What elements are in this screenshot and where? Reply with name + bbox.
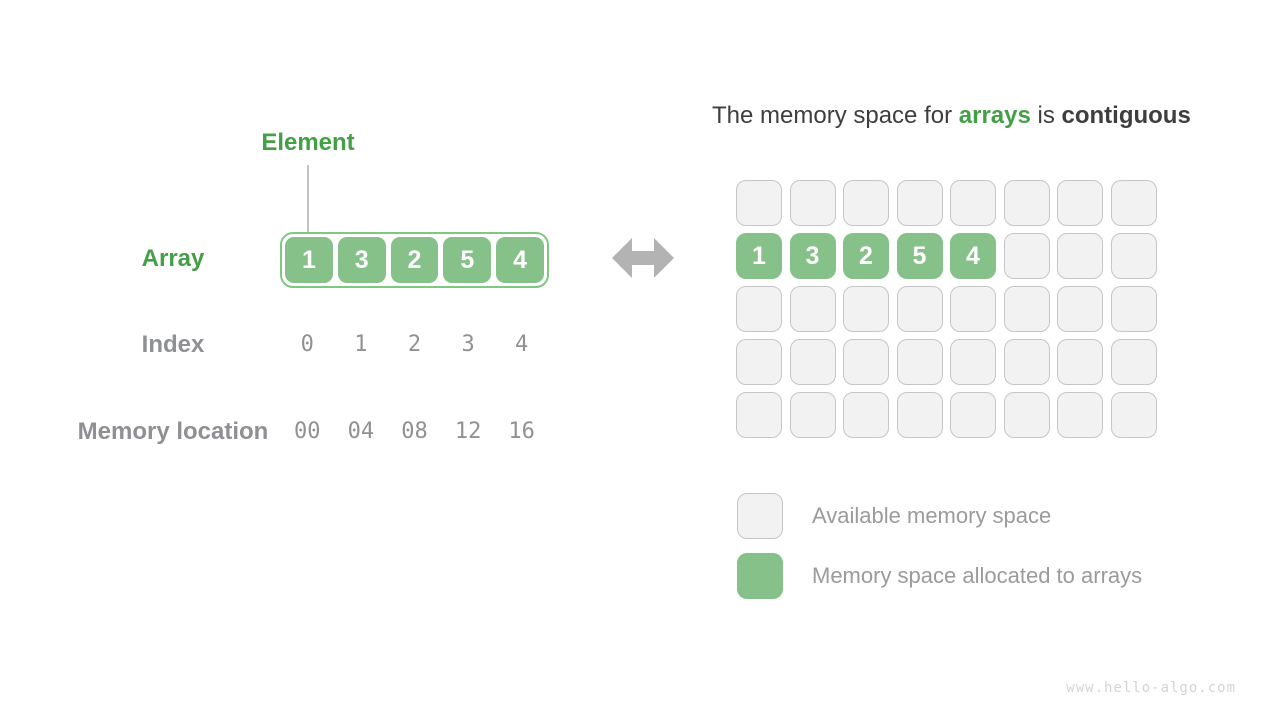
memory-cell-available (950, 339, 996, 385)
memory-cell-available (1003, 339, 1050, 385)
title-prefix: The memory space for (712, 102, 959, 129)
memory-cell-available (1057, 180, 1103, 226)
legend-swatch-available (737, 493, 783, 539)
memory-cell-available (896, 180, 943, 226)
memory-cell-available (1110, 392, 1157, 438)
array-element-cell: 5 (443, 237, 492, 283)
memory-cell-available (789, 339, 836, 385)
memory-cell-available (736, 180, 782, 226)
index-value: 4 (515, 332, 529, 357)
legend-label: Available memory space (812, 503, 1052, 528)
memory-cell-allocated: 5 (896, 233, 943, 279)
element-label: Element (261, 129, 355, 156)
memory-cell-available (1110, 180, 1157, 226)
memory-cell-allocated: 1 (736, 233, 782, 279)
memory-cell-available (950, 392, 996, 438)
legend-swatch-allocated (737, 553, 783, 599)
index-value: 1 (354, 332, 368, 357)
memory-cell-available (1003, 180, 1050, 226)
memory-cell-available (843, 339, 889, 385)
element-connector-line (307, 165, 309, 232)
array-element-cell: 2 (390, 237, 439, 283)
memory-cell-available (896, 392, 943, 438)
memory-cell-available (736, 339, 782, 385)
memory-cell-available (789, 392, 836, 438)
index-row-label: Index (141, 331, 205, 358)
memory-space-title: The memory space for arrays is contiguou… (712, 101, 1191, 131)
array-element-cell: 3 (337, 237, 386, 283)
memory-cell-available (843, 286, 889, 332)
array-element-cell: 4 (496, 237, 544, 283)
index-row: 0 1 2 3 4 (283, 331, 546, 359)
memory-location-row: 00 04 08 12 16 (283, 418, 546, 446)
memory-cell-available (789, 180, 836, 226)
memory-cell-available (1003, 286, 1050, 332)
index-value: 2 (407, 332, 422, 357)
memory-location-value: 12 (454, 419, 482, 444)
memory-cell-available (1003, 233, 1050, 279)
memory-cell-available (896, 339, 943, 385)
memory-location-value: 00 (294, 419, 321, 444)
memory-location-value: 16 (508, 419, 535, 444)
memory-cell-available (789, 286, 836, 332)
memory-cell-available (843, 392, 889, 438)
legend-label: Memory space allocated to arrays (812, 563, 1143, 588)
memory-cell-allocated: 4 (950, 233, 996, 279)
memory-location-row-label: Memory location (77, 418, 269, 445)
memory-location-value: 08 (401, 419, 428, 444)
index-value: 3 (461, 332, 475, 357)
memory-cell-allocated: 3 (789, 233, 836, 279)
memory-cell-available (896, 286, 943, 332)
title-emphasis-contiguous: contiguous (1061, 102, 1191, 129)
array-row-label: Array (141, 245, 205, 272)
memory-cell-available (843, 180, 889, 226)
memory-cell-allocated: 2 (843, 233, 889, 279)
memory-cell-available (1110, 286, 1157, 332)
memory-cell-available (736, 286, 782, 332)
title-connector: is (1030, 102, 1062, 129)
memory-location-value: 04 (347, 419, 375, 444)
title-highlight-arrays: arrays (958, 102, 1031, 129)
double-arrow-icon (612, 238, 674, 278)
memory-cell-available (950, 286, 996, 332)
legend-item: Available memory space (737, 493, 1142, 539)
memory-cell-available (1057, 392, 1103, 438)
array-element-cell: 1 (285, 237, 333, 283)
index-value: 0 (300, 332, 314, 357)
memory-cell-available (1110, 233, 1157, 279)
memory-cell-available (1003, 392, 1050, 438)
watermark: www.hello-algo.com (1066, 680, 1236, 696)
memory-cell-available (1110, 339, 1157, 385)
legend-item: Memory space allocated to arrays (737, 553, 1142, 599)
memory-cell-available (1057, 286, 1103, 332)
memory-cell-available (1057, 233, 1103, 279)
memory-cell-available (736, 392, 782, 438)
memory-cell-available (950, 180, 996, 226)
memory-cell-available (1057, 339, 1103, 385)
